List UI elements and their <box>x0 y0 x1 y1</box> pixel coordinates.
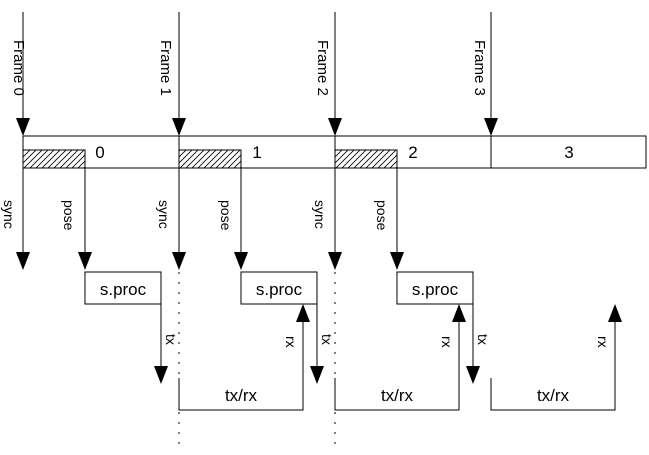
txrx-label-1: tx/rx <box>381 386 414 405</box>
sync-arrow-0: sync <box>1 168 30 270</box>
pose-arrow-1: pose <box>218 168 248 270</box>
tx-label-2: tx <box>475 334 491 345</box>
pose-label-1: pose <box>218 200 234 231</box>
slot-label-2: 2 <box>408 143 417 162</box>
proc-box-2: s.proc <box>396 271 474 305</box>
sync-label-2: sync <box>312 200 328 229</box>
proc-box-1: s.proc <box>240 271 318 305</box>
frame-marker-2: Frame 2 <box>314 12 342 136</box>
frame-marker-0: Frame 0 <box>10 12 30 136</box>
rx-label-2: rx <box>595 336 611 348</box>
frame-marker-3: Frame 3 <box>471 12 498 136</box>
pose-label-2: pose <box>374 200 390 231</box>
frame-label-0: Frame 0 <box>10 40 27 96</box>
tx-arrow-2: tx <box>466 304 491 384</box>
frame-marker-1: Frame 1 <box>157 12 186 136</box>
slot-label-1: 1 <box>252 143 261 162</box>
proc-box-0: s.proc <box>84 271 162 305</box>
rx-label-0: rx <box>283 336 299 348</box>
rx-label-1: rx <box>439 336 455 348</box>
proc-label-2: s.proc <box>412 280 459 299</box>
hatched-block-2 <box>334 149 398 169</box>
proc-label-0: s.proc <box>100 280 147 299</box>
sync-label-1: sync <box>156 200 172 229</box>
txrx-label-0: tx/rx <box>225 386 258 405</box>
tx-arrow-1: tx <box>310 304 335 384</box>
frame-label-2: Frame 2 <box>314 40 331 96</box>
hatched-block-0 <box>22 149 86 169</box>
sync-arrow-2: sync <box>312 168 342 270</box>
hatched-block-1 <box>178 149 242 169</box>
rx-arrowhead-0 <box>296 304 310 322</box>
tx-label-1: tx <box>319 334 335 345</box>
pose-arrow-0: pose <box>61 168 92 270</box>
rx-arrowhead-2 <box>608 304 622 322</box>
pose-arrow-2: pose <box>374 168 404 270</box>
frame-label-3: Frame 3 <box>471 40 488 96</box>
txrx-box-2: tx/rx rx <box>490 304 622 411</box>
timeline-bar: 0 1 2 3 <box>22 135 647 169</box>
slot-label-3: 3 <box>564 143 573 162</box>
frame-label-1: Frame 1 <box>157 40 174 96</box>
tx-label-0: tx <box>163 334 179 345</box>
txrx-label-2: tx/rx <box>537 386 570 405</box>
proc-label-1: s.proc <box>256 280 303 299</box>
slot-label-0: 0 <box>95 143 104 162</box>
sync-label-0: sync <box>1 200 17 229</box>
sync-arrow-1: sync <box>156 168 186 270</box>
tx-arrow-0: tx <box>154 304 179 384</box>
pose-label-0: pose <box>61 200 77 231</box>
rx-arrowhead-1 <box>452 304 466 322</box>
txrx-box-0: tx/rx rx <box>178 304 310 411</box>
txrx-box-1: tx/rx rx <box>334 304 466 411</box>
